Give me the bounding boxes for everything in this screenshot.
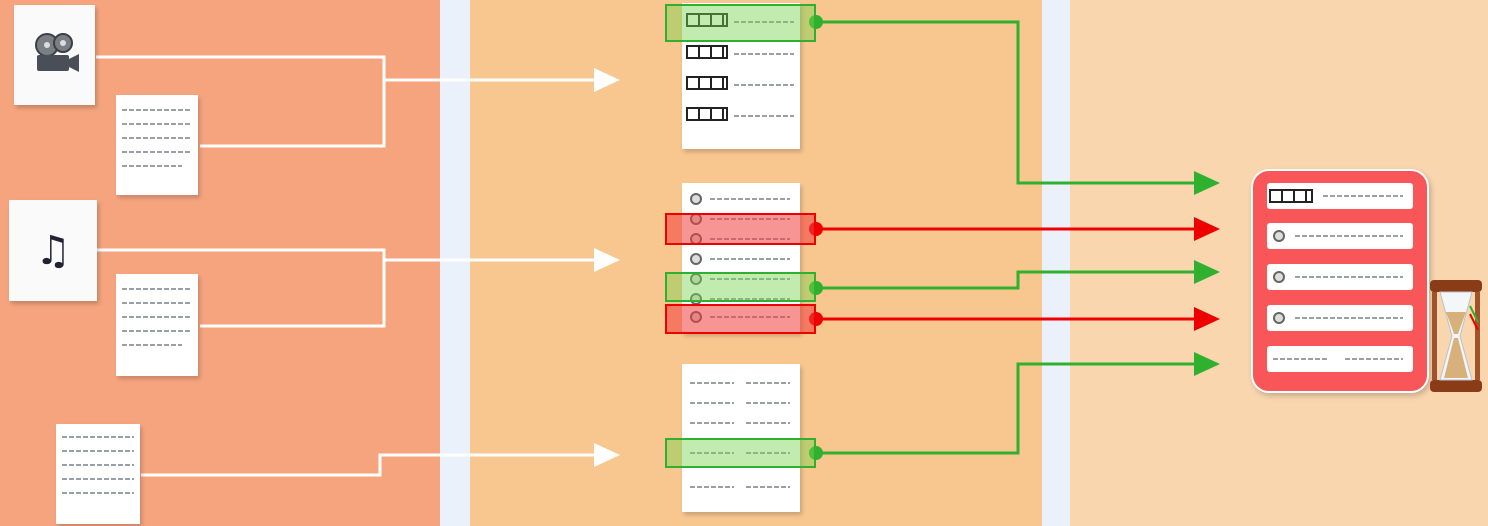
film-strip-icon <box>1269 189 1313 203</box>
input-merge-lines <box>96 55 595 477</box>
audio-source-tile: ♫ <box>9 200 97 301</box>
film-strip-icon <box>686 45 728 59</box>
arrow-video-index <box>594 68 620 92</box>
panel-divider-right <box>1042 0 1070 526</box>
playlist-row <box>1267 183 1413 209</box>
speaker-icon <box>690 273 702 285</box>
speaker-icon <box>1273 312 1285 324</box>
selection-line-1 <box>816 20 1196 185</box>
film-strip-icon <box>686 13 728 27</box>
playlist-row <box>1267 305 1413 331</box>
hourglass-icon <box>1430 280 1482 392</box>
speaker-icon <box>690 193 702 205</box>
playlist-row <box>1267 346 1413 372</box>
speaker-icon <box>1273 271 1285 283</box>
result-playlist <box>1251 169 1429 393</box>
arrow-audio-index <box>594 248 620 272</box>
selection-box-included <box>665 272 816 302</box>
selection-line-3 <box>816 270 1196 290</box>
selection-line-5 <box>816 362 1196 455</box>
speaker-icon <box>690 253 702 265</box>
playlist-row <box>1267 223 1413 249</box>
panel-divider-left <box>440 0 470 526</box>
text-source-doc <box>56 424 140 524</box>
selection-box-excluded <box>665 304 816 334</box>
selection-arrowheads <box>1194 171 1220 376</box>
speaker-icon <box>1273 230 1285 242</box>
arrow-text-index <box>594 443 620 467</box>
video-source-tile <box>14 5 95 105</box>
input-arrowheads <box>594 68 620 467</box>
selection-box-included <box>665 4 816 42</box>
selection-lines <box>816 20 1196 455</box>
selection-box-included <box>665 438 816 468</box>
selection-box-excluded <box>665 213 816 245</box>
audio-metadata-doc <box>116 274 198 376</box>
film-reel-icon <box>34 33 79 72</box>
video-index-doc <box>682 3 800 149</box>
playlist-row <box>1267 264 1413 290</box>
video-metadata-doc <box>116 95 198 195</box>
music-note-icon: ♫ <box>35 227 71 274</box>
film-strip-icon <box>686 76 728 90</box>
film-strip-icon <box>686 107 728 121</box>
